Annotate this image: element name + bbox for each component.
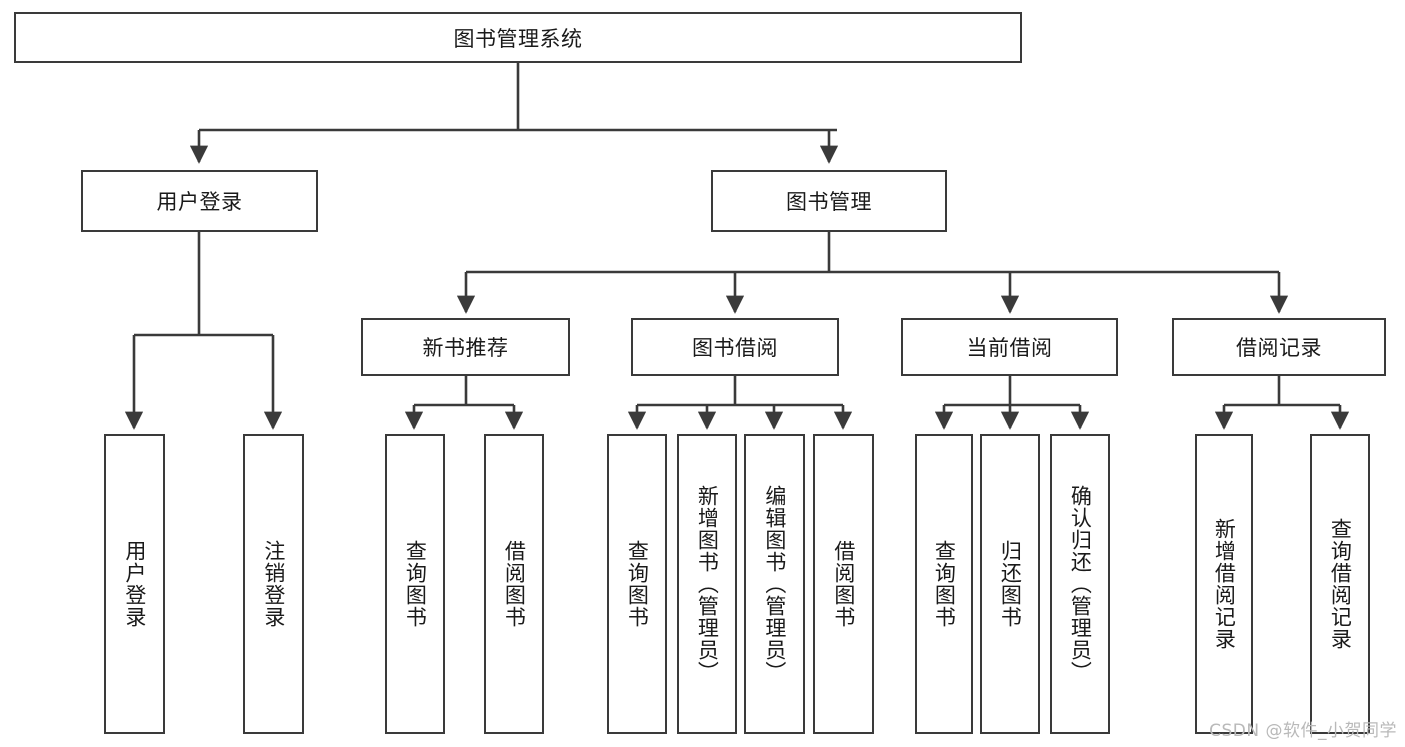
node-book-borrow[interactable]: 图书借阅 <box>631 318 839 376</box>
leaf-borrow-book[interactable]: 借阅图书 <box>813 434 874 734</box>
leaf-edit-book-admin[interactable]: 编辑图书（管理员） <box>744 434 805 734</box>
node-root-book-management-system[interactable]: 图书管理系统 <box>14 12 1022 63</box>
leaf-user-login[interactable]: 用户登录 <box>104 434 165 734</box>
node-label: 新增图书（管理员） <box>695 485 720 683</box>
node-label: 用户登录 <box>156 190 243 214</box>
node-user-login[interactable]: 用户登录 <box>81 170 318 232</box>
leaf-query-book-borrow[interactable]: 查询图书 <box>607 434 667 734</box>
node-label: 编辑图书（管理员） <box>762 485 787 683</box>
node-label: 查询图书 <box>932 540 957 628</box>
leaf-confirm-return-admin[interactable]: 确认归还（管理员） <box>1050 434 1110 734</box>
leaf-add-book-admin[interactable]: 新增图书（管理员） <box>677 434 737 734</box>
node-label: 查询图书 <box>403 540 428 628</box>
leaf-borrow-book-recommendation[interactable]: 借阅图书 <box>484 434 544 734</box>
node-label: 图书管理 <box>786 190 872 214</box>
leaf-return-book[interactable]: 归还图书 <box>980 434 1040 734</box>
node-label: 图书管理系统 <box>453 26 583 51</box>
node-current-borrow[interactable]: 当前借阅 <box>901 318 1118 376</box>
csdn-watermark: CSDN @软件_小贺同学 <box>1209 721 1397 741</box>
node-label: 借阅图书 <box>831 540 856 628</box>
leaf-query-borrow-record[interactable]: 查询借阅记录 <box>1310 434 1370 734</box>
node-label: 确认归还（管理员） <box>1068 485 1093 683</box>
node-label: 借阅记录 <box>1236 336 1322 360</box>
node-label: 注销登录 <box>261 540 286 628</box>
leaf-query-book-current[interactable]: 查询图书 <box>915 434 973 734</box>
node-label: 当前借阅 <box>966 336 1053 360</box>
node-label: 图书借阅 <box>692 336 778 360</box>
node-label: 归还图书 <box>998 540 1023 628</box>
node-label: 新书推荐 <box>422 336 509 360</box>
leaf-query-book-recommendation[interactable]: 查询图书 <box>385 434 445 734</box>
leaf-logout[interactable]: 注销登录 <box>243 434 304 734</box>
node-label: 查询借阅记录 <box>1328 518 1353 650</box>
node-label: 用户登录 <box>122 540 147 628</box>
node-label: 借阅图书 <box>502 540 527 628</box>
node-borrow-record[interactable]: 借阅记录 <box>1172 318 1386 376</box>
leaf-add-borrow-record[interactable]: 新增借阅记录 <box>1195 434 1253 734</box>
node-label: 查询图书 <box>625 540 650 628</box>
node-new-book-recommendation[interactable]: 新书推荐 <box>361 318 570 376</box>
node-book-management[interactable]: 图书管理 <box>711 170 947 232</box>
node-label: 新增借阅记录 <box>1212 518 1237 650</box>
